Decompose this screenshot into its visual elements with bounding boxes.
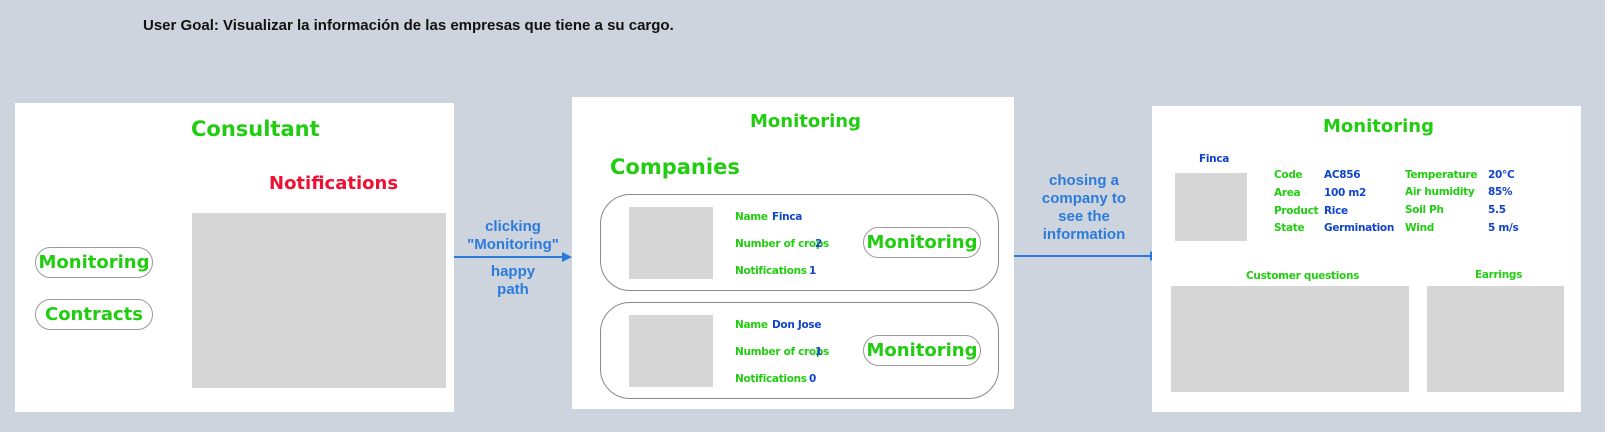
name-label: Name [735,319,768,331]
product-value: Rice [1324,205,1348,217]
monitoring-button[interactable]: Monitoring [35,247,153,278]
company-name: Don Jose [772,319,822,331]
wind-label: Wind [1405,222,1434,234]
company-monitoring-button[interactable]: Monitoring [863,335,981,366]
code-label: Code [1274,169,1303,181]
air-humidity-value: 85% [1488,186,1513,198]
arrow-2-line-3: see the [1058,208,1110,225]
arrow-1-line-3: happy [490,263,536,280]
arrow-2-line-4: information [1042,226,1126,243]
notifications-label: Notifications [735,373,807,385]
soil-ph-label: Soil Ph [1405,204,1444,216]
area-value: 100 m2 [1324,187,1367,199]
crops-count: 2 [815,238,823,250]
monitoring-button-label: Monitoring [38,252,150,273]
wind-value: 5 m/s [1488,222,1519,234]
arrow-1-line-2: "Monitoring" [467,236,559,253]
companies-title: Companies [610,155,740,179]
company-card-don-jose[interactable]: Name Don Jose Number of crops 1 Notifica… [600,302,999,399]
company-monitoring-button-label: Monitoring [866,340,978,361]
contracts-button[interactable]: Contracts [35,299,153,330]
product-label: Product [1274,205,1319,217]
company-name: Finca [772,211,803,223]
arrow-2-line-2: company to [1041,190,1127,207]
consultant-title: Consultant [191,117,320,141]
company-card-finca[interactable]: Name Finca Number of crops 2 Notificatio… [600,194,999,291]
state-label: State [1274,222,1305,234]
temperature-value: 20°C [1488,169,1515,181]
temperature-label: Temperature [1405,169,1478,181]
farm-monitoring-screen: Monitoring Finca Code AC856 Area 100 m2 … [1152,106,1581,412]
soil-ph-value: 5.5 [1488,204,1506,216]
notifications-count: 1 [809,265,817,277]
crops-label: Number of crops [735,346,829,358]
notifications-count: 0 [809,373,817,385]
arrow-1-line-4: path [497,281,529,298]
monitoring-detail-title: Monitoring [1323,116,1434,137]
contracts-button-label: Contracts [44,304,143,325]
farm-image [1175,173,1247,241]
monitoring-title: Monitoring [750,111,861,132]
notifications-title: Notifications [269,173,399,194]
arrow-1-label-bottom: happy path [458,263,568,299]
code-value: AC856 [1324,169,1361,181]
companies-screen: Monitoring Companies Name Finca Number o… [572,97,1014,409]
notifications-panel [192,213,446,388]
user-goal: User Goal: Visualizar la información de … [143,17,674,34]
company-monitoring-button[interactable]: Monitoring [863,227,981,258]
crops-label: Number of crops [735,238,829,250]
consultant-screen: Consultant Notifications Monitoring Cont… [15,103,454,412]
air-humidity-label: Air humidity [1405,186,1475,198]
arrow-1 [454,252,572,262]
company-image [629,207,713,279]
arrow-2 [1014,251,1160,261]
arrow-1-line-1: clicking [485,218,541,235]
arrow-1-label-top: clicking "Monitoring" [458,218,568,254]
customer-questions-label: Customer questions [1246,270,1360,282]
arrow-2-line-1: chosing a [1048,172,1119,189]
state-value: Germination [1324,222,1395,234]
crops-count: 1 [815,346,823,358]
earrings-panel [1427,286,1564,392]
farm-name: Finca [1199,153,1230,165]
area-label: Area [1274,187,1301,199]
company-monitoring-button-label: Monitoring [866,232,978,253]
arrow-2-label: chosing a company to see the information [1024,172,1144,244]
earrings-label: Earrings [1475,269,1523,281]
company-image [629,315,713,387]
notifications-label: Notifications [735,265,807,277]
customer-questions-panel [1171,286,1409,392]
name-label: Name [735,211,768,223]
